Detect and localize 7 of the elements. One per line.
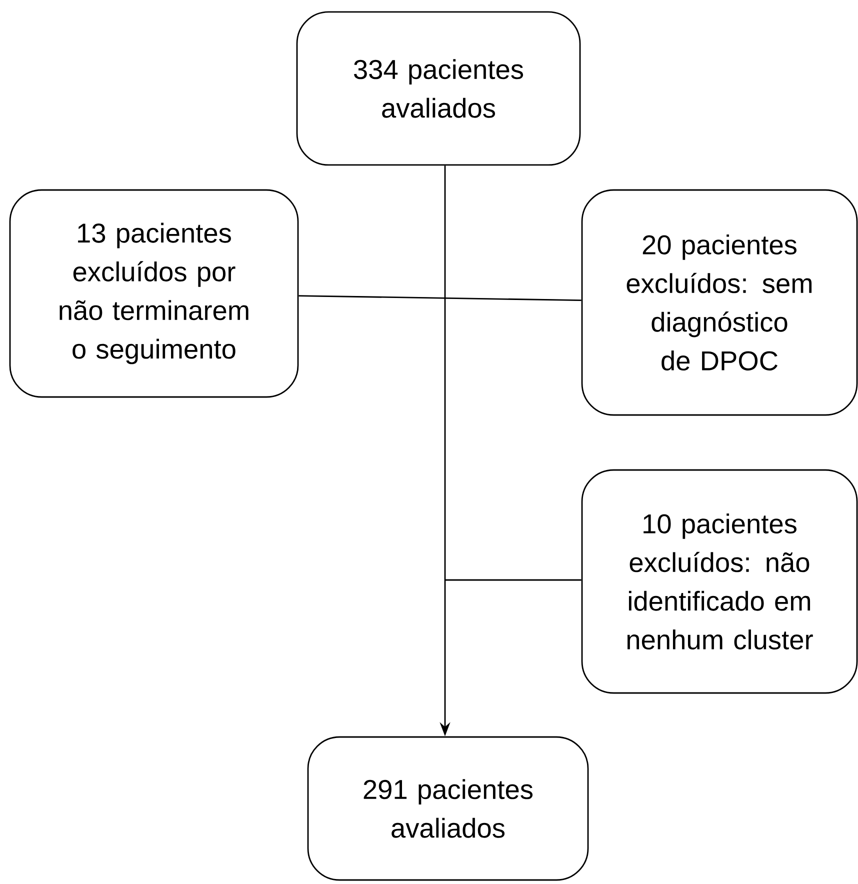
connector-line	[445, 579, 582, 581]
process-box: 13 pacientes excluídos por não terminarem o seguimento	[9, 189, 299, 398]
process-box: 291 pacientes avaliados	[307, 736, 589, 881]
process-box: 10 pacientes excluídos: não identificado em nenhum cluster	[581, 469, 858, 694]
process-box: 334 pacientes avaliados	[296, 11, 581, 166]
process-box: 20 pacientes excluídos: sem diagnóstico de DPOC	[581, 189, 858, 416]
connector-line	[298, 295, 582, 301]
